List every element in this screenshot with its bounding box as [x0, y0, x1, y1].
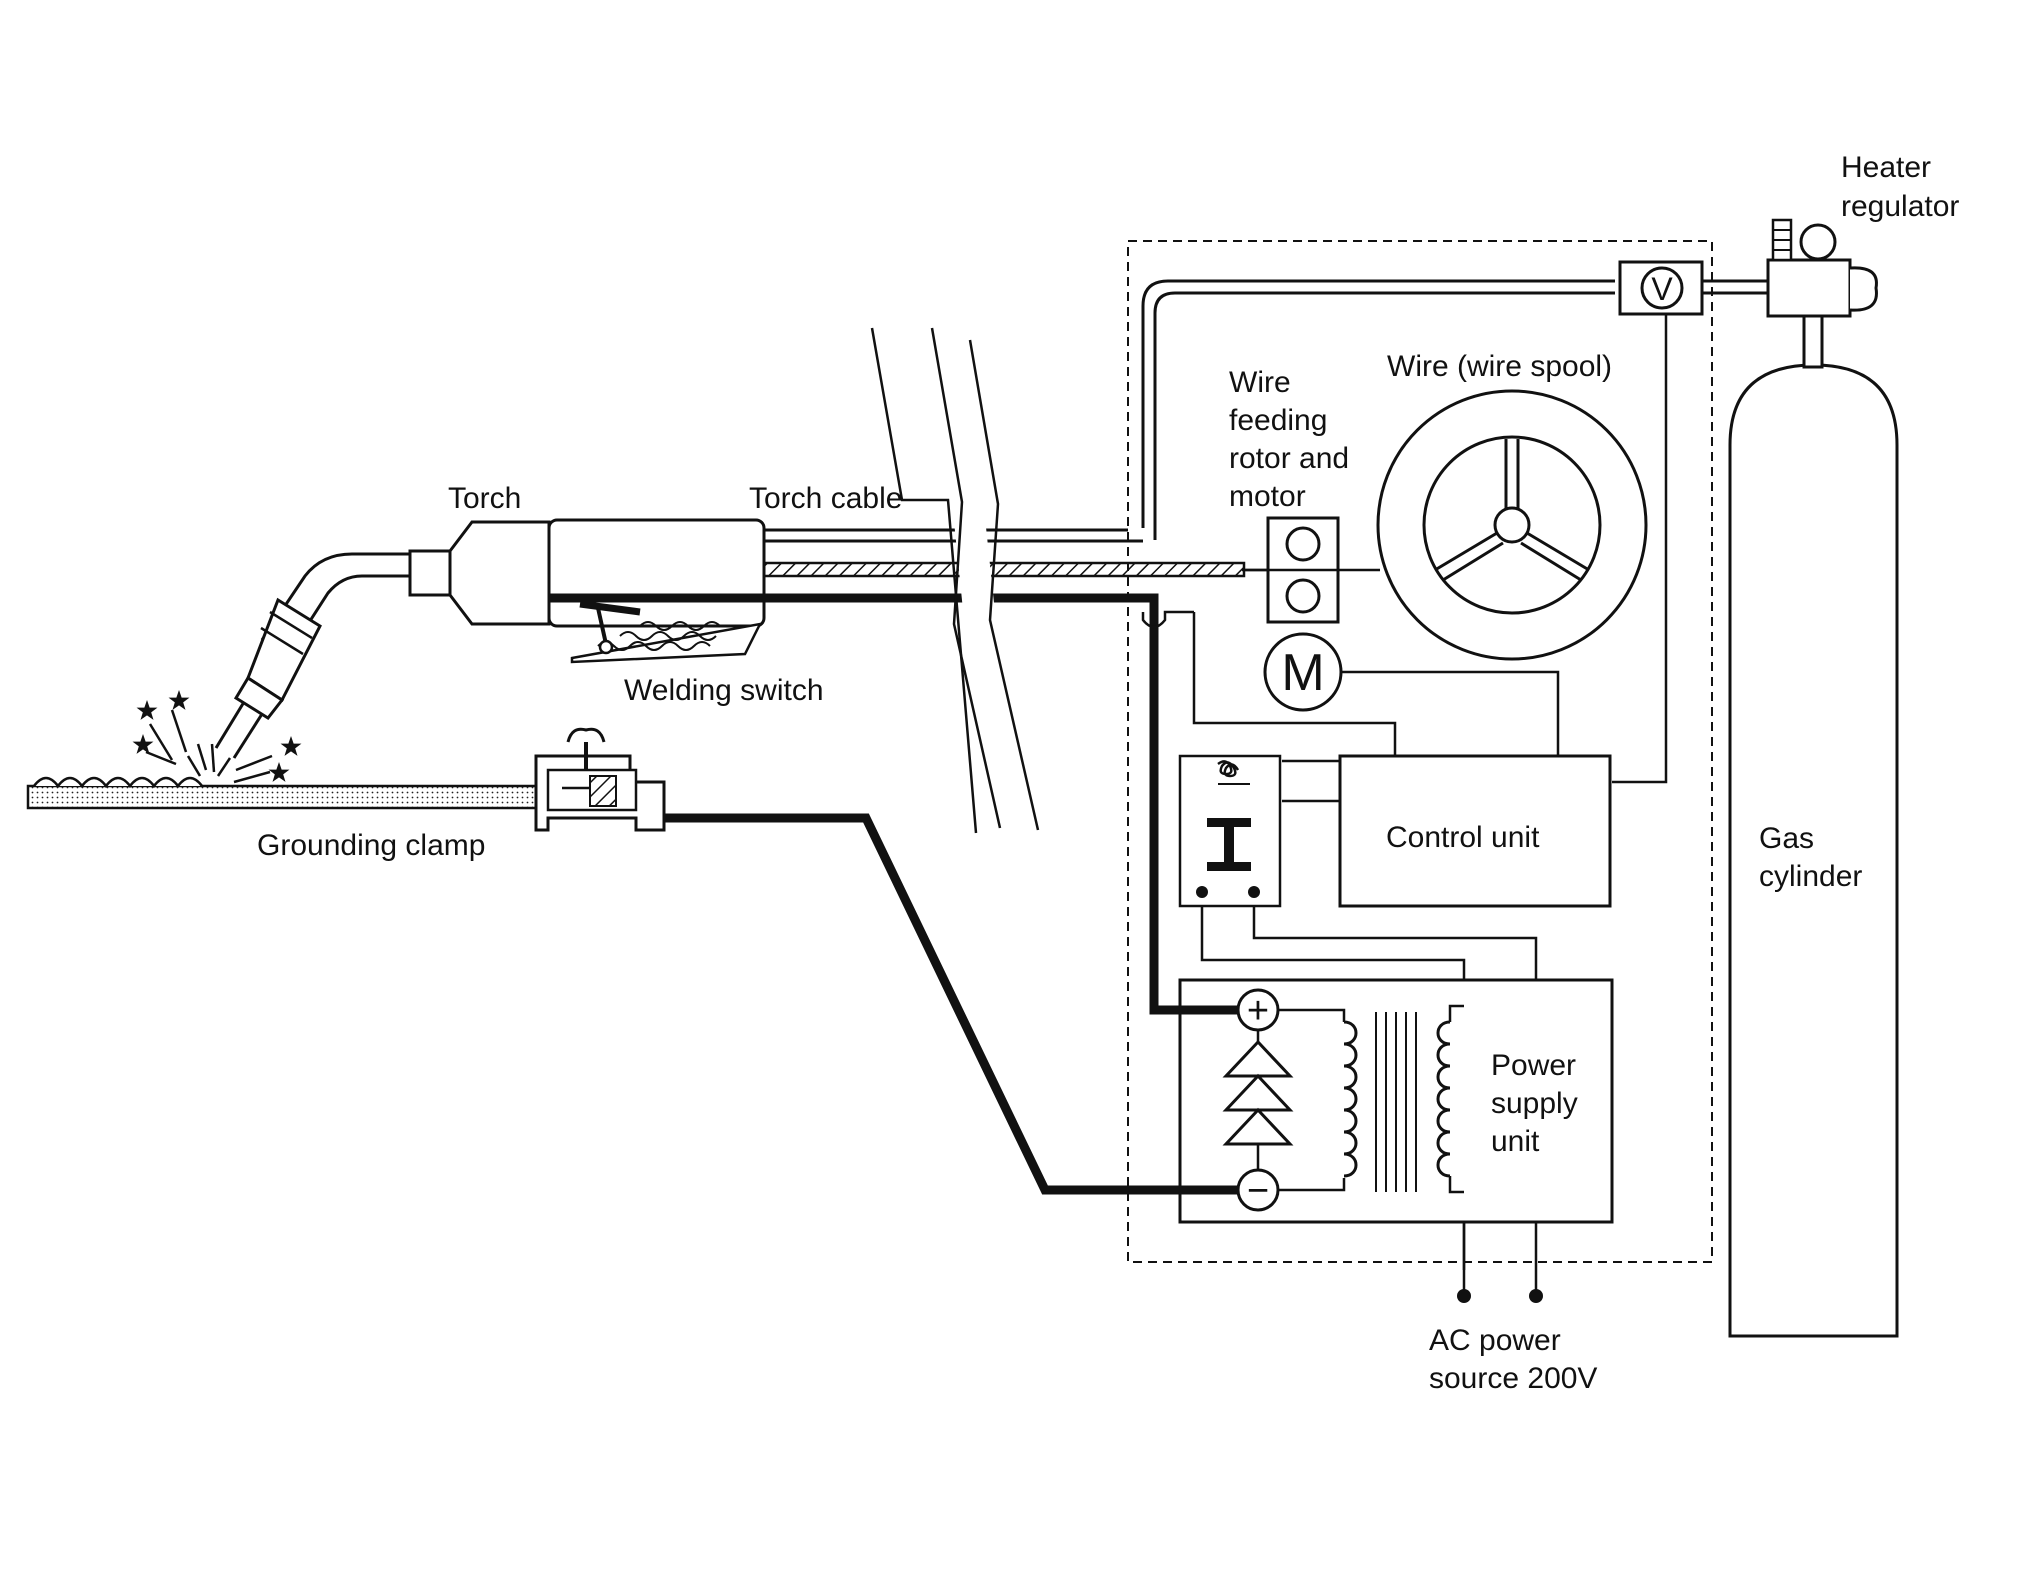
workpiece [26, 776, 550, 810]
switch-wire [1141, 610, 1194, 629]
heater-regulator [1766, 218, 1878, 318]
gas-cylinder [1728, 313, 1899, 1338]
spark-star [132, 734, 154, 754]
sparks [145, 709, 273, 784]
wire-spool-label: Wire (wire spool) [1387, 350, 1612, 383]
grounding-clamp [534, 727, 666, 832]
spark-star [136, 700, 158, 720]
cable-break [870, 325, 1040, 836]
motor-symbol: M [1281, 644, 1324, 702]
plus-terminal [1236, 988, 1280, 1032]
gas-pipe [1141, 279, 1768, 540]
torch-cable [762, 528, 1268, 578]
spark-star [268, 762, 290, 782]
minus-symbol: − [1247, 1170, 1269, 1212]
control-unit-box [1338, 754, 1612, 908]
grounding-clamp-label: Grounding clamp [257, 829, 485, 862]
minus-terminal [1236, 1168, 1280, 1212]
welding-switch-label: Welding switch [624, 674, 824, 707]
motor: M [1263, 632, 1343, 712]
wire-feeding-label: Wire feeding rotor and motor [1229, 366, 1357, 513]
welding-switch [570, 600, 763, 664]
ac-terminal-1 [1457, 1289, 1471, 1303]
wire-spool [1376, 389, 1648, 661]
voltmeter-symbol: V [1651, 271, 1673, 307]
plus-symbol: + [1247, 990, 1269, 1032]
ac-terminal-2 [1529, 1289, 1543, 1303]
heater-regulator-label: Heater regulator [1841, 151, 1959, 223]
voltmeter-box: V [1618, 260, 1704, 316]
machine-enclosure [1127, 240, 1713, 1263]
ac-power-label: AC power source 200V [1429, 1324, 1597, 1395]
torch-cable-label: Torch cable [749, 482, 902, 515]
labels: Heater regulator Wire (wire spool) Wire … [257, 151, 1959, 1395]
power-supply-label: Power supply unit [1491, 1049, 1586, 1158]
spark-star [168, 690, 190, 710]
gas-cylinder-label: Gas cylinder [1759, 822, 1862, 893]
torch-label: Torch [448, 482, 521, 515]
spark-star [280, 736, 302, 756]
control-unit-label: Control unit [1386, 821, 1540, 854]
power-cables [549, 593, 1244, 1195]
relay [1178, 754, 1282, 908]
